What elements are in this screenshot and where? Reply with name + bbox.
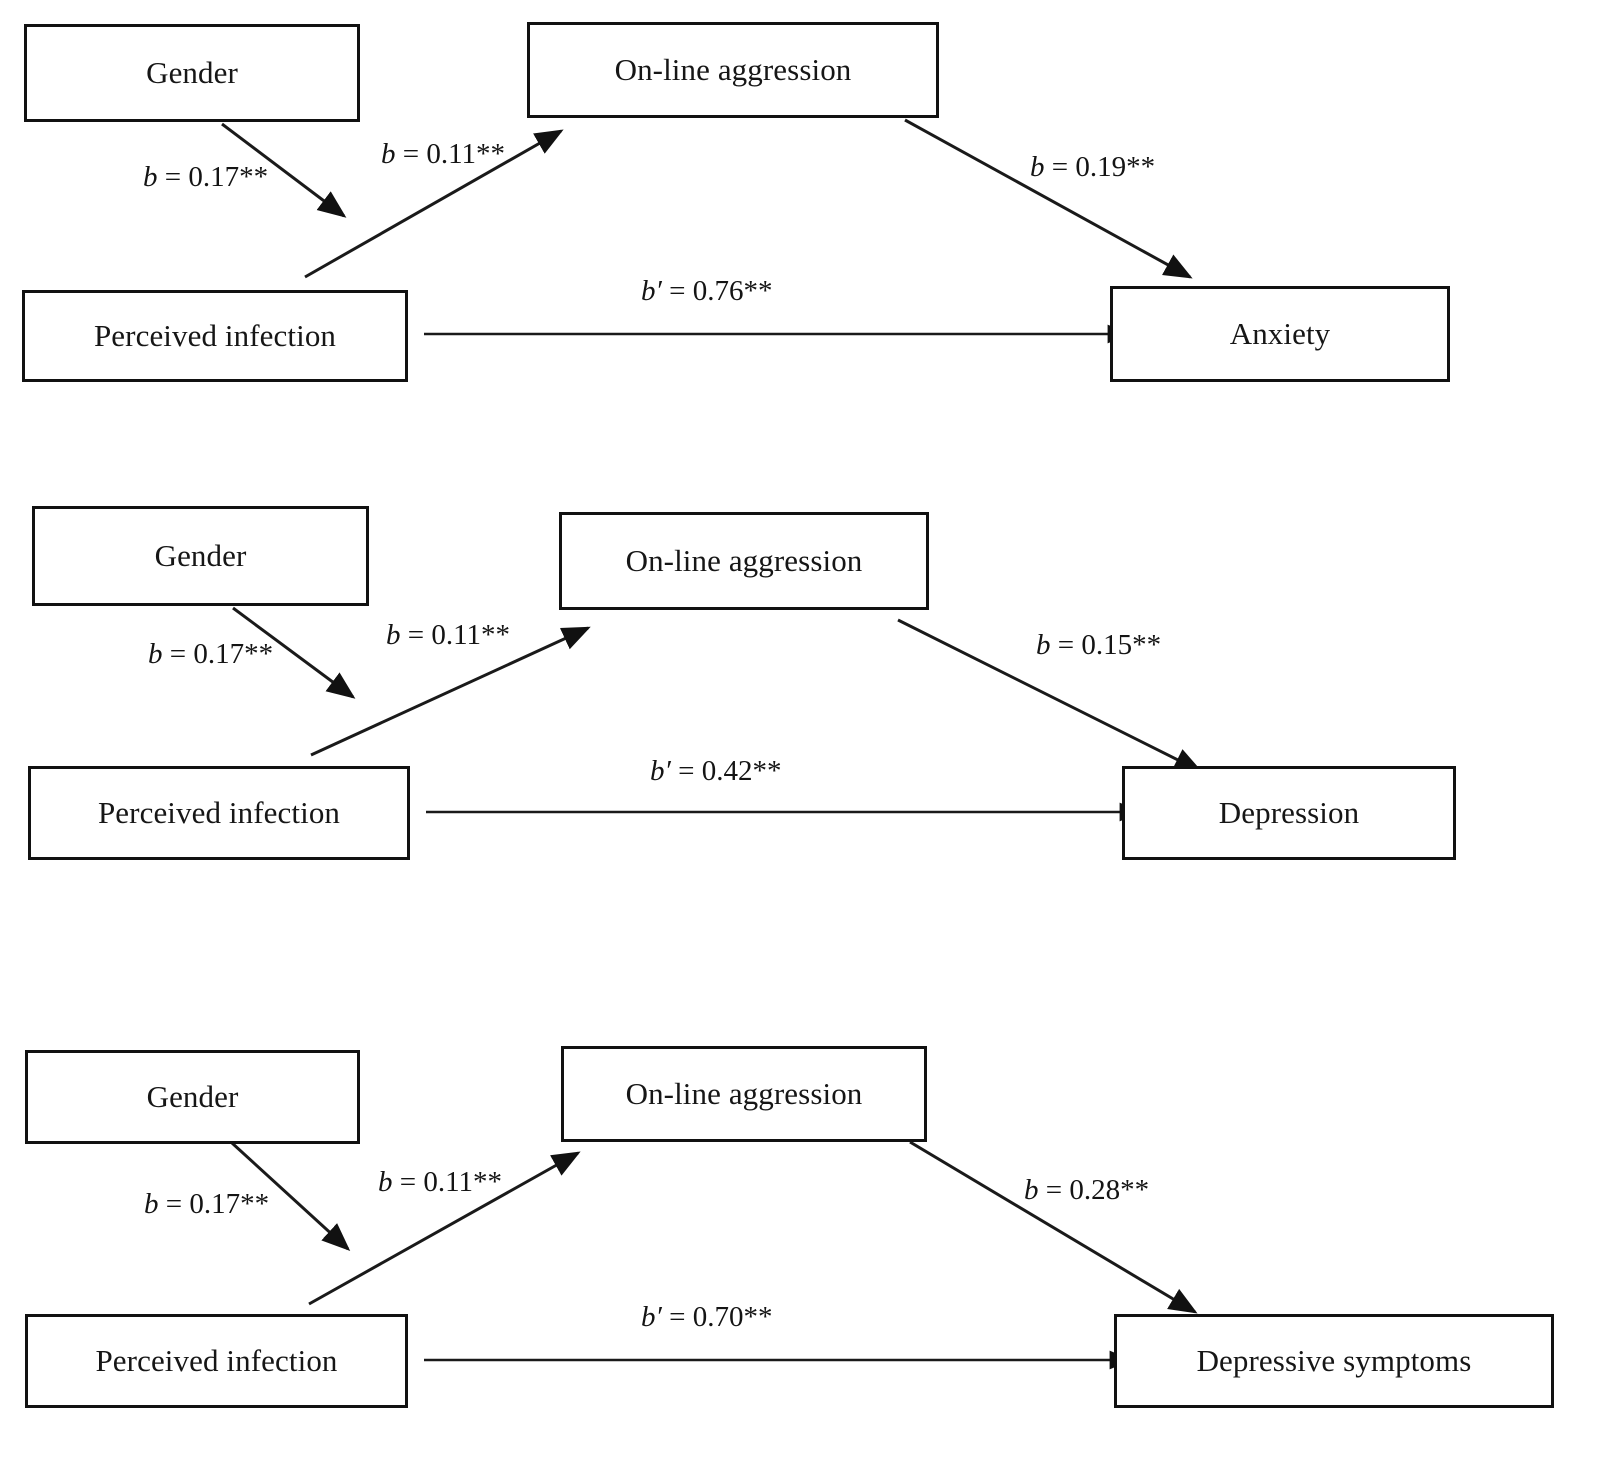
node-perceived-infection-2: Perceived infection xyxy=(28,766,410,860)
label-gender-to-infection-2: b = 0.17** xyxy=(148,638,274,670)
panel-anxiety: Gender On-line aggression Perceived infe… xyxy=(0,0,1606,460)
node-depressive-symptoms-3: Depressive symptoms xyxy=(1114,1314,1554,1408)
node-perceived-infection-3: Perceived infection xyxy=(25,1314,408,1408)
node-online-aggression-3: On-line aggression xyxy=(561,1046,927,1142)
node-anxiety-1: Anxiety xyxy=(1110,286,1450,382)
node-gender-3: Gender xyxy=(25,1050,360,1144)
label-infection-to-outcome-1: b′ = 0.76** xyxy=(641,275,773,307)
node-perceived-infection-1: Perceived infection xyxy=(22,290,408,382)
label-aggression-to-outcome-3: b = 0.28** xyxy=(1024,1174,1150,1206)
label-aggression-to-outcome-2: b = 0.15** xyxy=(1036,629,1162,661)
node-gender-1: Gender xyxy=(24,24,360,122)
label-aggression-to-outcome-1: b = 0.19** xyxy=(1030,151,1156,183)
node-gender-2: Gender xyxy=(32,506,369,606)
label-infection-to-aggression-3: b = 0.11** xyxy=(378,1166,503,1198)
edge-aggression-to-outcome-3 xyxy=(909,1140,1198,1314)
node-online-aggression-1: On-line aggression xyxy=(527,22,939,118)
node-depression-2: Depression xyxy=(1122,766,1456,860)
label-infection-to-aggression-1: b = 0.11** xyxy=(381,138,506,170)
label-gender-to-infection-3: b = 0.17** xyxy=(144,1188,270,1220)
label-infection-to-aggression-2: b = 0.11** xyxy=(386,619,511,651)
label-infection-to-outcome-2: b′ = 0.42** xyxy=(650,755,782,787)
label-gender-to-infection-1: b = 0.17** xyxy=(143,161,269,193)
label-infection-to-outcome-3: b′ = 0.70** xyxy=(641,1301,773,1333)
node-online-aggression-2: On-line aggression xyxy=(559,512,929,610)
